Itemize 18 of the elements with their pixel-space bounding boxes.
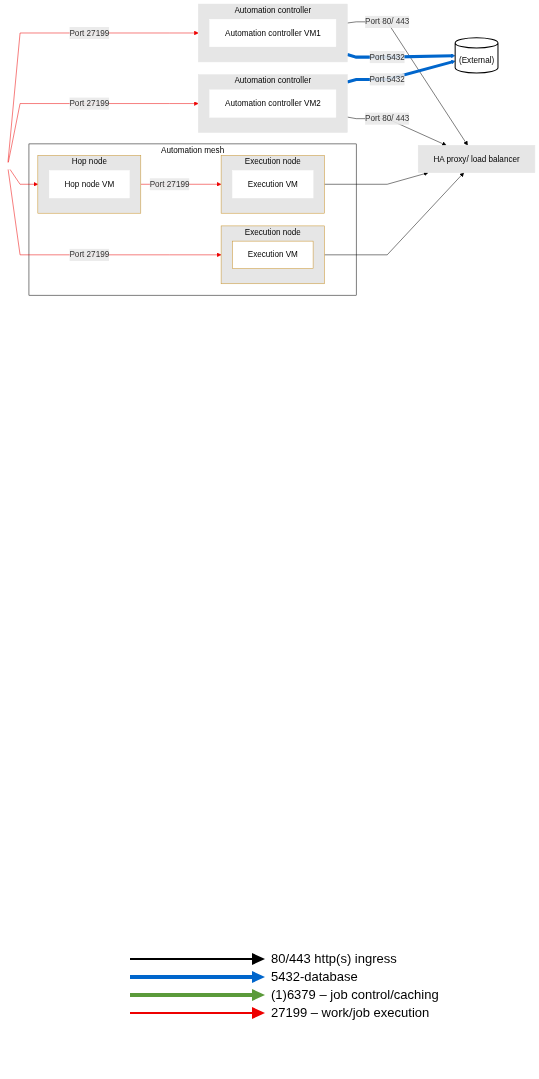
edge-label: Port 27199 (69, 98, 110, 108)
node-box: HA proxy/ load balancer (417, 145, 536, 173)
edge-label: Port 27199 (69, 250, 110, 259)
node-box: Automation controller VM2 (209, 89, 337, 118)
node-box: Execution VM (232, 170, 314, 199)
node-box: Hop node VM (49, 170, 130, 199)
legend-text: 27199 – work/job execution (271, 1005, 430, 1020)
edge-label: Port 5432 (369, 52, 405, 62)
legend-text: 5432-database (271, 969, 358, 984)
edge-label: Port 80/ 443 (365, 17, 410, 26)
legend-text: (1)6379 – job control/caching (271, 987, 439, 1002)
legend-text: 80/443 http(s) ingress (271, 951, 397, 966)
node-box: Execution VM (232, 240, 314, 269)
edge-label: Port 5432 (369, 74, 405, 84)
edge-label: Port 27199 (149, 179, 190, 189)
node-box: Automation controller VM1 (209, 19, 337, 47)
edge-label: Port 27199 (69, 28, 110, 38)
edge-label: Port 80/ 443 (365, 114, 410, 123)
